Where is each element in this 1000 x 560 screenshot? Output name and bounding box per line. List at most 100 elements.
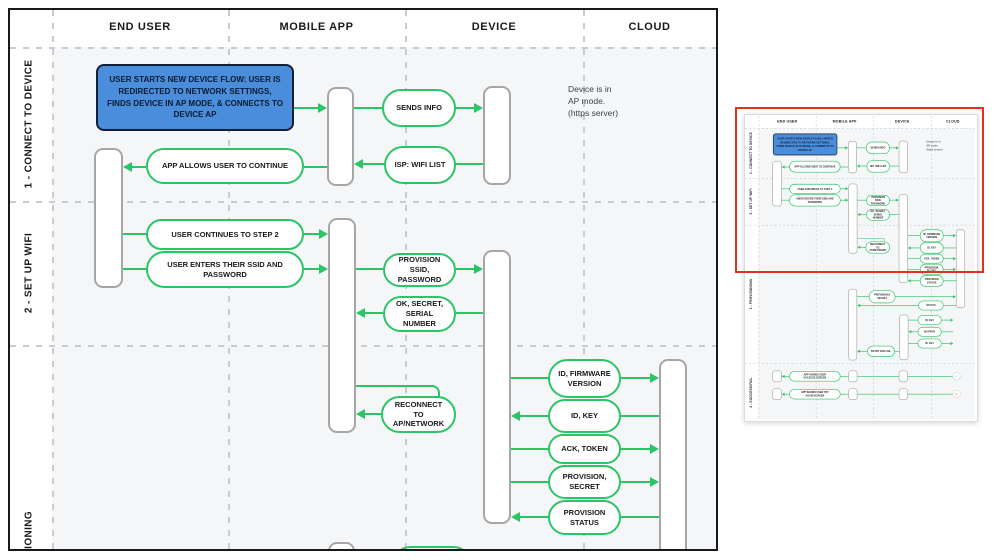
arrow-right-icon	[319, 229, 328, 239]
activation-bar-enduser	[94, 148, 123, 288]
message-provision-ssid: PROVISION SSID, PASSWORD	[383, 253, 456, 287]
message-id-firmware: ID, FIRMWARE VERSION	[548, 359, 621, 398]
flow-line	[456, 312, 483, 314]
flow-line	[132, 166, 146, 168]
arrow-left-icon	[354, 159, 363, 169]
arrow-right-icon	[950, 318, 954, 322]
flow-line	[943, 305, 956, 306]
arrow-right-icon	[650, 373, 659, 383]
flow-line	[857, 296, 869, 298]
arrow-left-icon	[781, 392, 785, 396]
row-divider	[10, 47, 716, 49]
flow-line	[304, 233, 319, 235]
activation-bar-mobile-4a	[848, 370, 858, 383]
activation-bar-device-3	[899, 314, 909, 361]
message-try-again-screen: APP SHOWS USER TRY AGAIN SCREEN	[789, 389, 841, 400]
flow-line	[456, 268, 474, 270]
flow-line	[304, 268, 319, 270]
activation-bar-device-4a	[898, 370, 908, 383]
message-id-key-3: ID, KEY	[917, 338, 942, 349]
flow-line	[941, 343, 951, 344]
flow-line	[840, 376, 849, 377]
diagram-viewport[interactable]: END USER MOBILE APP DEVICE CLOUD 1 - CON…	[8, 8, 718, 551]
arrow-left-icon	[511, 512, 520, 522]
flow-line	[363, 163, 384, 165]
flow-line	[784, 393, 790, 395]
flow-line	[123, 268, 146, 270]
lane-header-end-user: END USER	[109, 21, 171, 33]
flow-line	[621, 516, 659, 518]
flow-line	[621, 377, 650, 379]
message-app-allows: APP ALLOWS USER TO CONTINUE	[146, 148, 304, 184]
message-provision-status: PROVISION STATUS	[548, 500, 621, 535]
activation-bar-mobile-1	[327, 87, 354, 186]
activation-bar-mobile-3	[328, 542, 355, 549]
minimap-viewport-indicator[interactable]	[735, 107, 984, 273]
flow-line	[840, 393, 849, 395]
row-divider	[745, 363, 975, 364]
flow-line	[511, 377, 548, 379]
message-reconnect: RECONNECT TO AP/NETWORK	[381, 396, 456, 433]
activation-bar-enduser-4b	[772, 388, 782, 401]
lane-header-mobile-app: MOBILE APP	[279, 21, 354, 33]
row-divider	[10, 201, 716, 203]
message-id-key: ID, KEY	[548, 399, 621, 433]
device-ap-note: Device is in AP mode. (https server)	[568, 84, 619, 118]
arrow-left-icon	[356, 308, 365, 318]
arrow-left-icon	[781, 374, 785, 378]
lane-divider	[583, 10, 585, 549]
activation-bar-mobile-3	[848, 288, 858, 361]
flow-line	[784, 376, 790, 377]
flow-line	[365, 312, 383, 314]
flow-line	[511, 448, 548, 450]
arrow-left-icon	[857, 303, 861, 308]
lane-header-device: DEVICE	[471, 21, 517, 33]
flow-line	[356, 268, 383, 270]
activation-bar-device-4b	[898, 388, 908, 401]
activation-bar-cloud	[659, 359, 687, 549]
message-retry-fail: RETRY FOR FAIL	[867, 345, 895, 357]
activation-bar-mobile-4b	[848, 388, 858, 401]
section-label-2: 2 - SET UP WIFI	[23, 232, 35, 314]
message-status: STATUS	[918, 300, 944, 311]
flow-line	[907, 376, 953, 377]
flow-line	[304, 166, 327, 168]
arrow-left-icon	[123, 162, 132, 172]
message-provision-status: PROVISION STATUS	[919, 275, 944, 287]
activation-bar-mobile-2	[328, 218, 356, 433]
activation-bar-device-2	[483, 250, 511, 524]
flow-line	[941, 331, 954, 333]
message-sends-info: SENDS INFO	[382, 89, 456, 127]
flow-line	[857, 376, 899, 377]
activation-bar-device-1	[483, 86, 511, 185]
flow-line	[621, 415, 659, 417]
flow-line	[911, 331, 918, 333]
message-id-key-2: ID, KEY	[917, 315, 942, 325]
flow-line	[941, 319, 951, 321]
arrow-right-icon	[650, 444, 659, 454]
flow-line	[910, 280, 920, 282]
message-provision-and-secret: PROVISION & SECRET	[868, 290, 896, 304]
arrow-right-icon	[318, 103, 327, 113]
arrow-left-icon	[907, 279, 911, 283]
arrow-right-icon	[474, 103, 483, 113]
flow-line	[907, 393, 953, 395]
flow-line	[908, 319, 918, 321]
arrow-left-icon	[908, 330, 912, 334]
message-user-continues: USER CONTINUES TO STEP 2	[146, 219, 304, 250]
message-ok-secret: OK, SECRET, SERIAL NUMBER	[383, 296, 456, 332]
flow-line	[894, 350, 900, 352]
self-loop-connector	[356, 385, 440, 399]
section-label-3: 3 - PROVISIONING	[749, 278, 753, 310]
flow-line	[621, 448, 650, 450]
arrow-left-icon	[857, 349, 861, 353]
arrow-right-icon	[650, 477, 659, 487]
row-divider	[10, 345, 716, 347]
message-no-prov: NO PROV	[917, 326, 942, 337]
arrow-left-icon	[511, 411, 520, 421]
fail-cross-icon: ✕	[952, 390, 961, 399]
flow-line	[621, 481, 650, 483]
flow-line	[943, 280, 956, 282]
message-success-screen: APP SHOWS USER SUCCESS SCREEN	[789, 371, 841, 382]
message-ack-token: ACK, TOKEN	[548, 434, 621, 464]
